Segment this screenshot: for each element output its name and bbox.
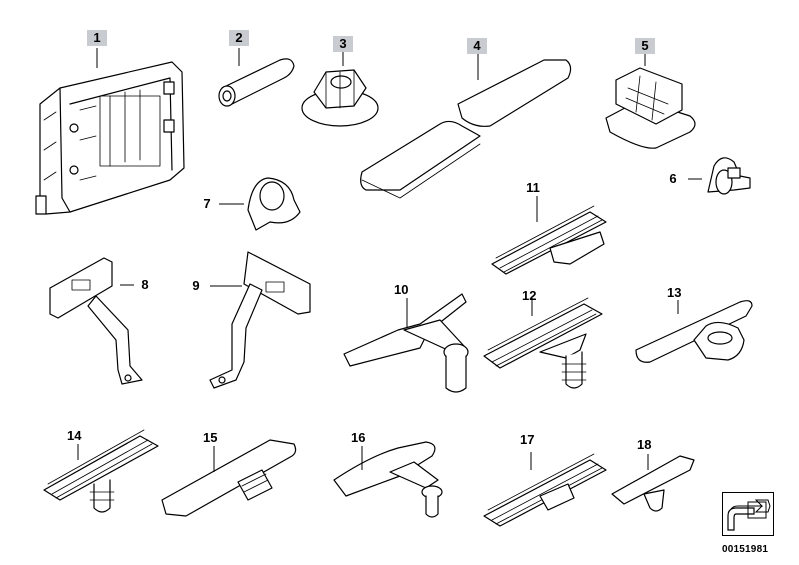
part-14-rail-clip[interactable] (43, 429, 159, 513)
part-9-bracket[interactable] (209, 251, 311, 389)
part-1-bracket[interactable] (35, 61, 185, 215)
legend-arrow-icon (722, 492, 774, 536)
part-6-p-clip[interactable] (707, 157, 751, 195)
part-label-16: 16 (351, 430, 366, 445)
part-12-rail-clip[interactable] (483, 297, 603, 389)
part-label-10: 10 (394, 282, 409, 297)
part-label-18: 18 (637, 437, 652, 452)
part-label-14: 14 (67, 428, 82, 443)
part-11-rail-clip[interactable] (491, 205, 607, 275)
part-label-8: 8 (141, 277, 149, 292)
part-label-2: 2 (229, 30, 249, 46)
part-label-5: 5 (635, 38, 655, 54)
part-label-7: 7 (203, 196, 211, 211)
part-7-hose-clip[interactable] (247, 177, 301, 231)
part-15-strap-clip[interactable] (161, 439, 297, 517)
part-label-15: 15 (203, 430, 218, 445)
part-10-clip[interactable] (343, 293, 469, 393)
part-label-6: 6 (669, 171, 677, 186)
part-5-clip-holder[interactable] (605, 67, 696, 149)
part-8-bracket[interactable] (49, 257, 143, 385)
part-label-3: 3 (333, 36, 353, 52)
part-16-clip[interactable] (333, 441, 443, 518)
part-3-nut[interactable] (301, 69, 379, 127)
part-label-12: 12 (522, 288, 537, 303)
part-2-cap[interactable] (218, 58, 295, 107)
part-label-11: 11 (526, 180, 540, 195)
part-17-rail-clip[interactable] (483, 453, 607, 527)
diagram-number: 00151981 (722, 544, 769, 555)
part-label-4: 4 (467, 38, 487, 54)
part-4-pad[interactable] (360, 59, 572, 199)
part-label-1: 1 (87, 30, 107, 46)
part-label-9: 9 (192, 278, 200, 293)
part-18-strap-clip[interactable] (611, 455, 695, 512)
part-label-17: 17 (520, 432, 535, 447)
part-label-13: 13 (667, 285, 682, 300)
part-13-strap-clip[interactable] (635, 300, 753, 363)
